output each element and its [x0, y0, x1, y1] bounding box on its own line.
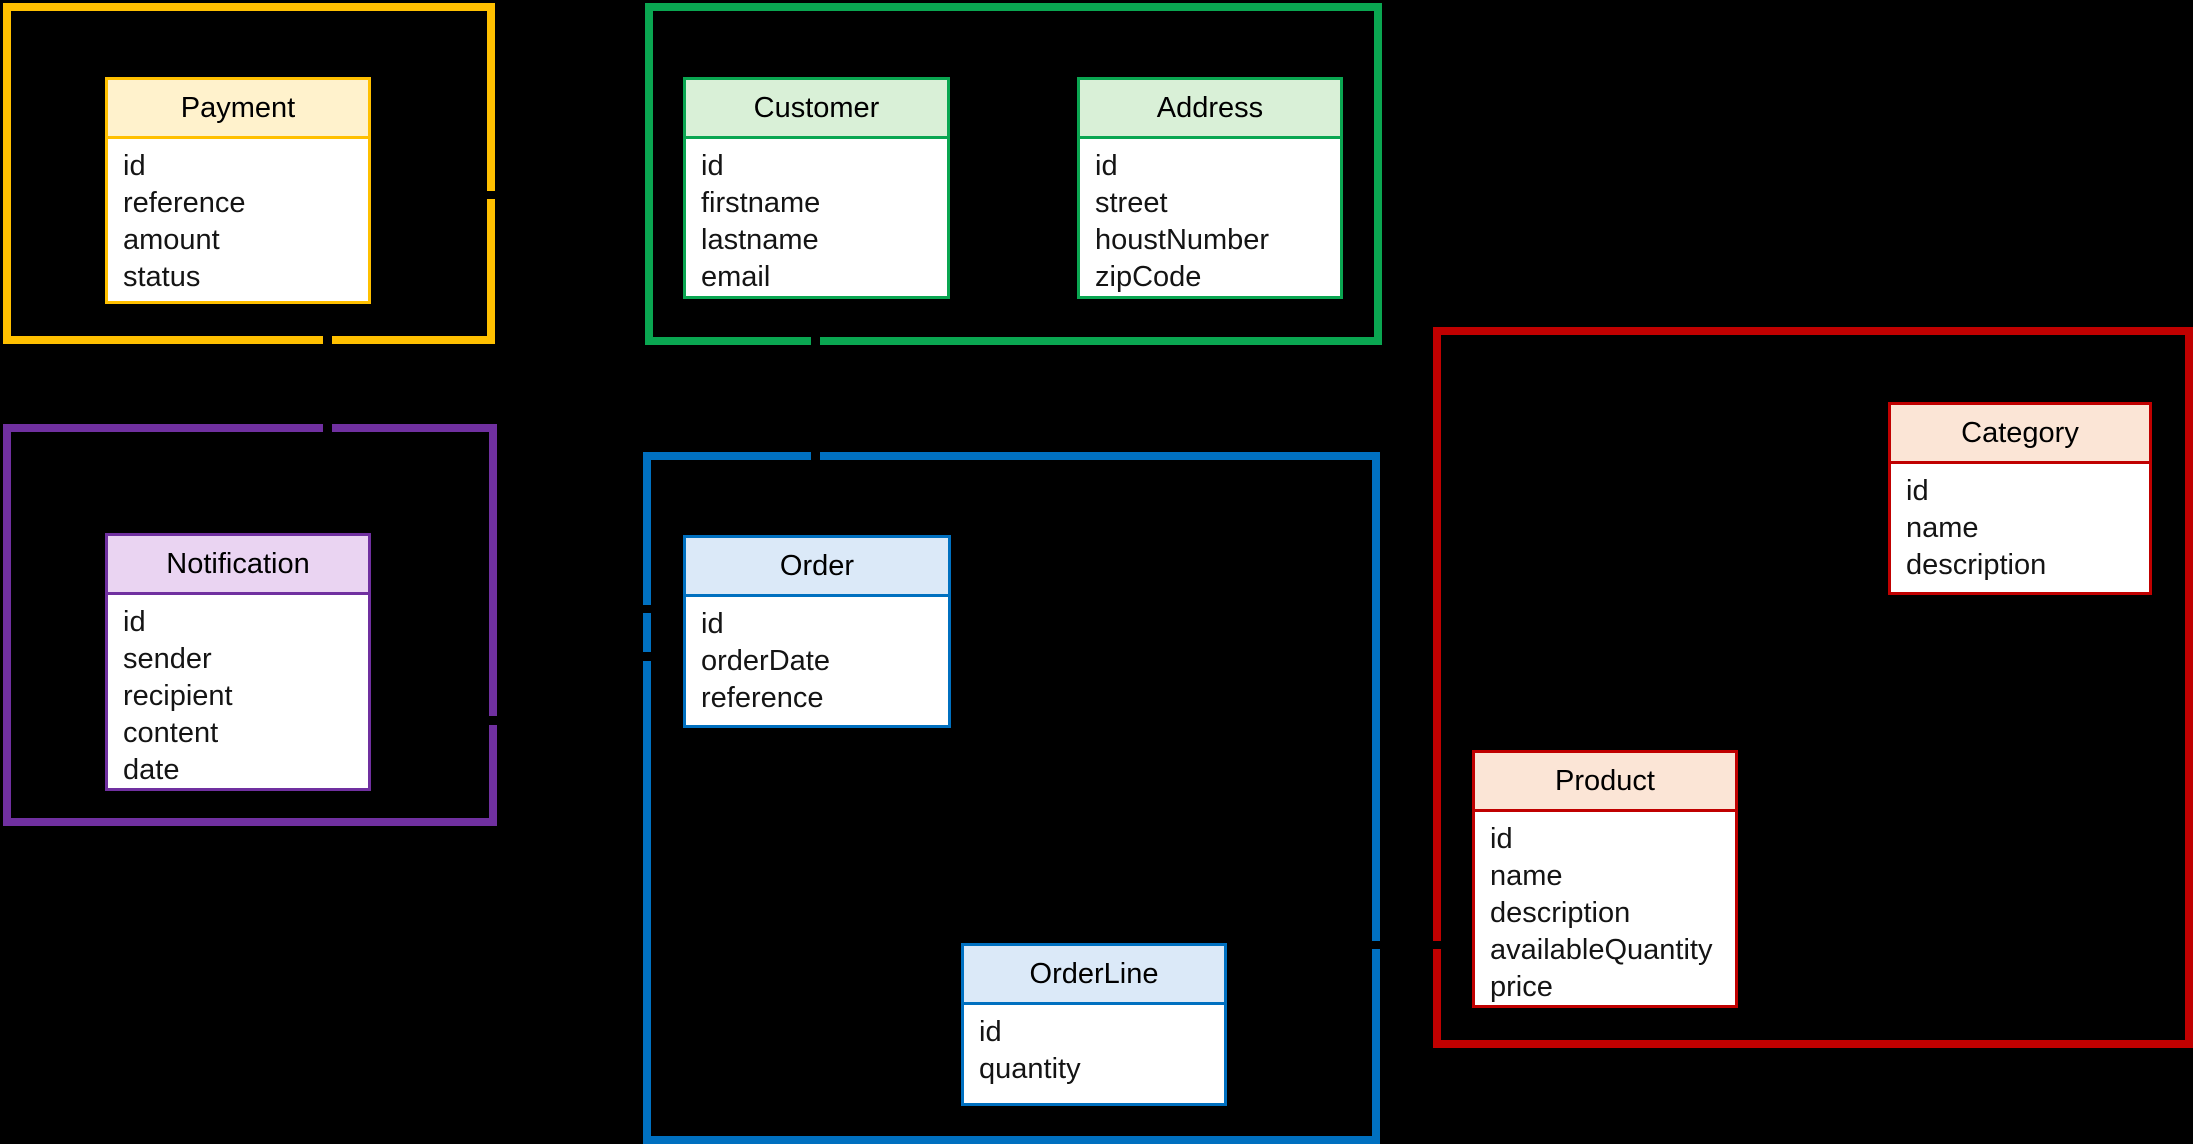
attribute: id — [1490, 823, 1513, 855]
product-entity-title: Product — [1555, 764, 1655, 797]
connector-gap — [811, 449, 820, 461]
product-entity: Product id name description availableQua… — [1472, 750, 1738, 1008]
orderline-entity-header: OrderLine — [964, 946, 1224, 1005]
attribute: quantity — [979, 1053, 1081, 1085]
attribute: id — [979, 1016, 1002, 1048]
connector-gap — [811, 334, 820, 346]
attribute: price — [1490, 971, 1553, 1003]
notification-entity: Notification id sender recipient content… — [105, 533, 371, 791]
orderline-entity-title: OrderLine — [1029, 957, 1159, 990]
category-entity-title: Category — [1961, 416, 2079, 449]
order-entity: Order id orderDate reference — [683, 535, 951, 728]
order-entity-attributes: id orderDate reference — [686, 597, 948, 725]
customer-entity: Customer id firstname lastname email — [683, 77, 950, 299]
connector-gap — [323, 333, 332, 345]
attribute: name — [1490, 860, 1563, 892]
attribute: houstNumber — [1095, 224, 1270, 256]
attribute: name — [1906, 512, 1979, 544]
connector-gap — [485, 191, 497, 199]
attribute: email — [701, 261, 771, 293]
notification-entity-title: Notification — [166, 547, 310, 580]
customer-entity-header: Customer — [686, 80, 947, 139]
category-entity-header: Category — [1891, 405, 2149, 464]
attribute: reference — [701, 682, 824, 714]
attribute: orderDate — [701, 645, 830, 677]
payment-service-boundary — [3, 3, 495, 344]
orderline-entity: OrderLine id quantity — [961, 943, 1227, 1106]
address-entity-title: Address — [1156, 91, 1264, 124]
customer-entity-title: Customer — [753, 91, 880, 124]
connector-gap — [486, 716, 498, 725]
order-entity-title: Order — [779, 549, 855, 582]
connector-gap — [640, 652, 652, 661]
attribute: zipCode — [1095, 261, 1202, 293]
attribute: sender — [123, 643, 212, 675]
attribute: description — [1490, 897, 1631, 929]
payment-entity-attributes: id reference amount status — [108, 139, 368, 301]
address-entity: Address id street houstNumber zipCode — [1077, 77, 1343, 299]
attribute: availableQuantity — [1490, 934, 1713, 966]
connector-gap — [1430, 941, 1442, 949]
connector-gap — [323, 421, 332, 433]
customer-service-boundary — [645, 3, 1382, 345]
category-entity: Category id name description — [1888, 402, 2152, 595]
attribute: content — [123, 717, 219, 749]
product-entity-header: Product — [1475, 753, 1735, 812]
order-service-boundary — [643, 452, 1380, 1144]
attribute: status — [123, 261, 201, 293]
product-service-boundary — [1433, 327, 2193, 1048]
attribute: id — [123, 606, 146, 638]
attribute: description — [1906, 549, 2047, 581]
address-entity-attributes: id street houstNumber zipCode — [1080, 139, 1340, 296]
attribute: date — [123, 754, 180, 786]
attribute: id — [701, 150, 724, 182]
attribute: firstname — [701, 187, 821, 219]
attribute: id — [1906, 475, 1929, 507]
category-entity-attributes: id name description — [1891, 464, 2149, 592]
attribute: recipient — [123, 680, 233, 712]
attribute: street — [1095, 187, 1168, 219]
notification-entity-header: Notification — [108, 536, 368, 595]
attribute: id — [123, 150, 146, 182]
connector-gap — [1369, 941, 1381, 949]
attribute: lastname — [701, 224, 819, 256]
orderline-entity-attributes: id quantity — [964, 1005, 1224, 1103]
attribute: reference — [123, 187, 246, 219]
product-entity-attributes: id name description availableQuantity pr… — [1475, 812, 1735, 1006]
customer-entity-attributes: id firstname lastname email — [686, 139, 947, 296]
payment-entity-title: Payment — [180, 91, 296, 124]
notification-entity-attributes: id sender recipient content date — [108, 595, 368, 789]
order-entity-header: Order — [686, 538, 948, 597]
attribute: amount — [123, 224, 220, 256]
address-entity-header: Address — [1080, 80, 1340, 139]
attribute: id — [1095, 150, 1118, 182]
attribute: id — [701, 608, 724, 640]
payment-entity-header: Payment — [108, 80, 368, 139]
notification-service-boundary — [3, 424, 497, 826]
payment-entity: Payment id reference amount status — [105, 77, 371, 304]
connector-gap — [640, 605, 652, 613]
